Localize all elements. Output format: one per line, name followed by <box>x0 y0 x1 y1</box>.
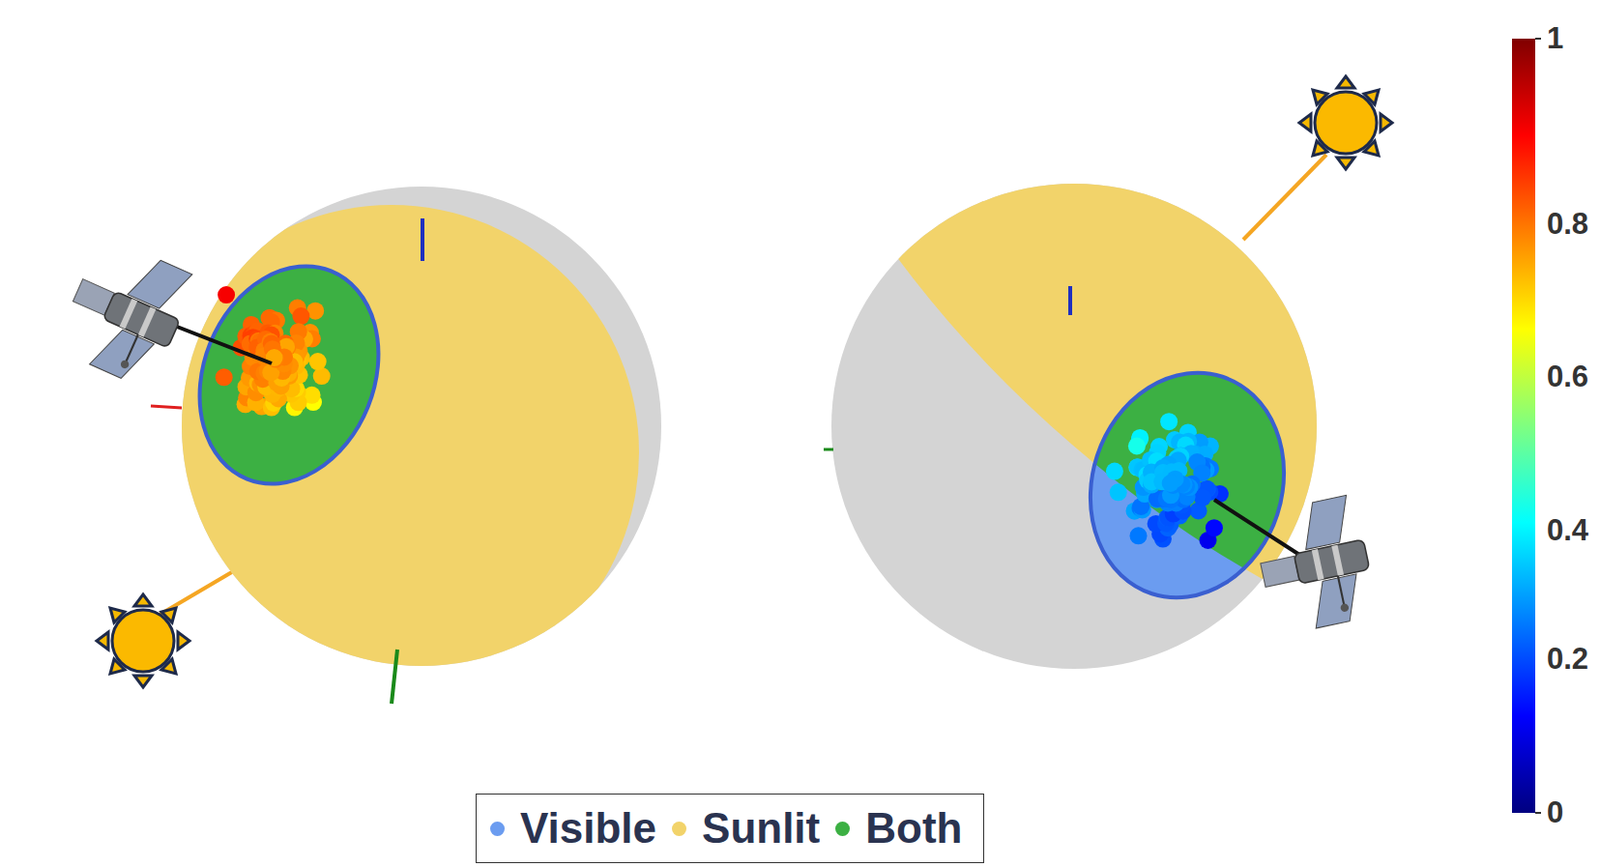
satellite <box>1250 494 1379 638</box>
legend-swatch <box>671 821 687 837</box>
sample-dot <box>1205 519 1223 537</box>
colorbar-tick: 0.6 <box>1546 361 1589 392</box>
legend-text: Sunlit <box>701 804 820 853</box>
legend-item: Sunlit <box>671 804 820 853</box>
legend-swatch <box>490 821 505 837</box>
sunlit-region <box>144 204 640 700</box>
legend-text: Both <box>865 804 962 853</box>
sample-dot <box>217 286 235 304</box>
colorbar-tick: 1 <box>1546 23 1564 54</box>
colorbar <box>1512 38 1536 814</box>
pointing-line <box>1214 499 1308 560</box>
sample-dot <box>1162 474 1180 493</box>
sample-dot <box>1105 463 1124 481</box>
sample-dot <box>1128 437 1146 456</box>
colorbar-tick: 0.4 <box>1546 515 1589 546</box>
pointing-line <box>172 324 272 364</box>
satellite <box>52 234 200 391</box>
colorbar-tick: 0 <box>1546 797 1564 828</box>
sample-dot <box>1130 526 1148 545</box>
legend-text: Visible <box>520 804 657 853</box>
colorbar-tick: 0.2 <box>1546 643 1589 674</box>
legend-item: Visible <box>490 804 657 853</box>
sample-dot <box>309 352 327 371</box>
legend-item: Both <box>835 804 962 853</box>
sample-dot <box>1109 483 1128 501</box>
footprint-both <box>168 238 410 511</box>
sunlit-region <box>618 0 1600 837</box>
sample-dot <box>1160 412 1178 431</box>
sample-dot <box>215 368 233 386</box>
legend-swatch <box>835 821 850 837</box>
sun-icon <box>1299 76 1393 170</box>
legend: Visible Sunlit Both <box>475 793 985 864</box>
sample-dot <box>291 307 310 325</box>
sun-icon <box>96 594 190 688</box>
colorbar-tick: 0.8 <box>1546 208 1589 239</box>
